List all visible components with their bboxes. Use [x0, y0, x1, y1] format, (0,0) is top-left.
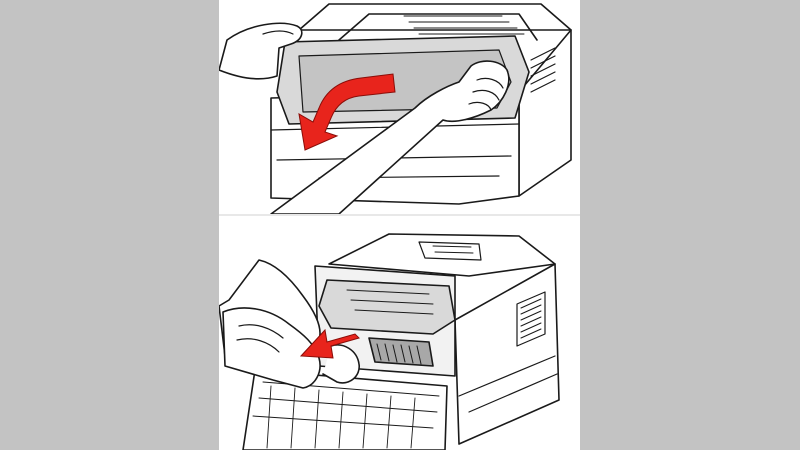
- panel-divider: [219, 214, 580, 216]
- printer-right-side: [518, 29, 572, 197]
- left-background-bar: [0, 0, 219, 450]
- output-tray-slot: [338, 13, 538, 41]
- step-2-illustration-panel: [219, 216, 580, 450]
- open-front-cover: [242, 369, 448, 450]
- right-hand-arm: [270, 60, 510, 214]
- pull-direction-arrow-icon: [298, 73, 396, 151]
- right-background-bar: [580, 0, 800, 450]
- step-1-illustration-panel: [219, 0, 580, 214]
- right-hand: [222, 307, 321, 389]
- pull-direction-arrow-icon: [299, 328, 360, 359]
- printer-front-cover-illustration: [219, 3, 572, 214]
- printer-top-surface: [298, 3, 572, 31]
- drum-unit: [318, 279, 456, 335]
- left-hand: [219, 22, 303, 80]
- printer-drum-removal-illustration: [219, 233, 560, 450]
- printer-right-side: [454, 263, 560, 445]
